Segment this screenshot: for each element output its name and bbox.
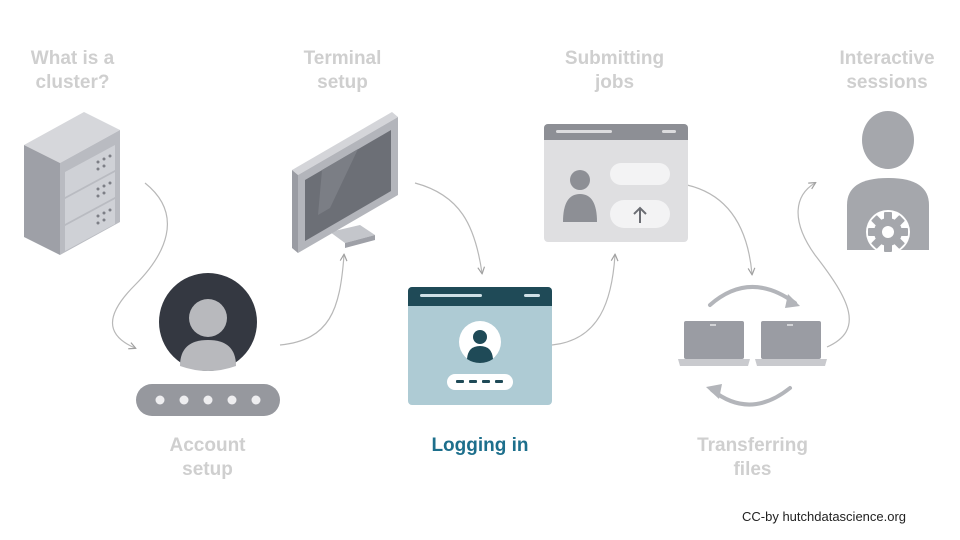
step-terminal-label: Terminal setup xyxy=(280,47,405,95)
step-cluster-line2: cluster? xyxy=(35,72,110,93)
step-jobs-line1: Submitting xyxy=(564,48,665,69)
step-account-line2: setup xyxy=(182,459,233,480)
arrow-login-to-jobs xyxy=(551,255,615,346)
step-login-label: Logging in xyxy=(410,434,550,458)
step-interactive-label: Interactive sessions xyxy=(822,47,952,95)
step-interactive-line1: Interactive xyxy=(839,48,935,69)
step-interactive-line2: sessions xyxy=(846,72,928,93)
arrow-cluster-to-account xyxy=(111,182,168,348)
login-window-icon xyxy=(408,287,552,405)
arrow-account-to-terminal xyxy=(279,255,344,346)
password-field-icon xyxy=(136,384,280,416)
step-jobs-line2: jobs xyxy=(594,72,635,93)
server-icon xyxy=(24,112,120,255)
step-login-line1: Logging in xyxy=(431,435,529,456)
step-cluster-line1: What is a xyxy=(30,48,115,69)
step-transfer-line1: Transferring xyxy=(697,435,808,456)
step-transfer-label: Transferring files xyxy=(680,434,825,482)
user-gear-icon xyxy=(847,111,929,254)
monitor-icon xyxy=(292,112,398,253)
step-jobs-label: Submitting jobs xyxy=(552,47,677,95)
step-account-line1: Account xyxy=(169,435,246,456)
step-transfer-line2: files xyxy=(733,459,772,480)
user-avatar-icon xyxy=(159,273,257,371)
arrow-transfer-to-interactive xyxy=(797,183,850,348)
step-account-label: Account setup xyxy=(145,434,270,482)
connector-arrows xyxy=(111,182,850,348)
arrow-terminal-to-login xyxy=(414,182,482,273)
step-terminal-line1: Terminal xyxy=(303,48,382,69)
laptops-transfer-icon xyxy=(678,285,827,407)
step-cluster-label: What is a cluster? xyxy=(10,47,135,95)
credit-text: CC-by hutchdatascience.org xyxy=(742,509,907,524)
arrow-jobs-to-transfer xyxy=(686,184,752,274)
upload-window-icon xyxy=(544,124,688,242)
step-terminal-line2: setup xyxy=(317,72,368,93)
